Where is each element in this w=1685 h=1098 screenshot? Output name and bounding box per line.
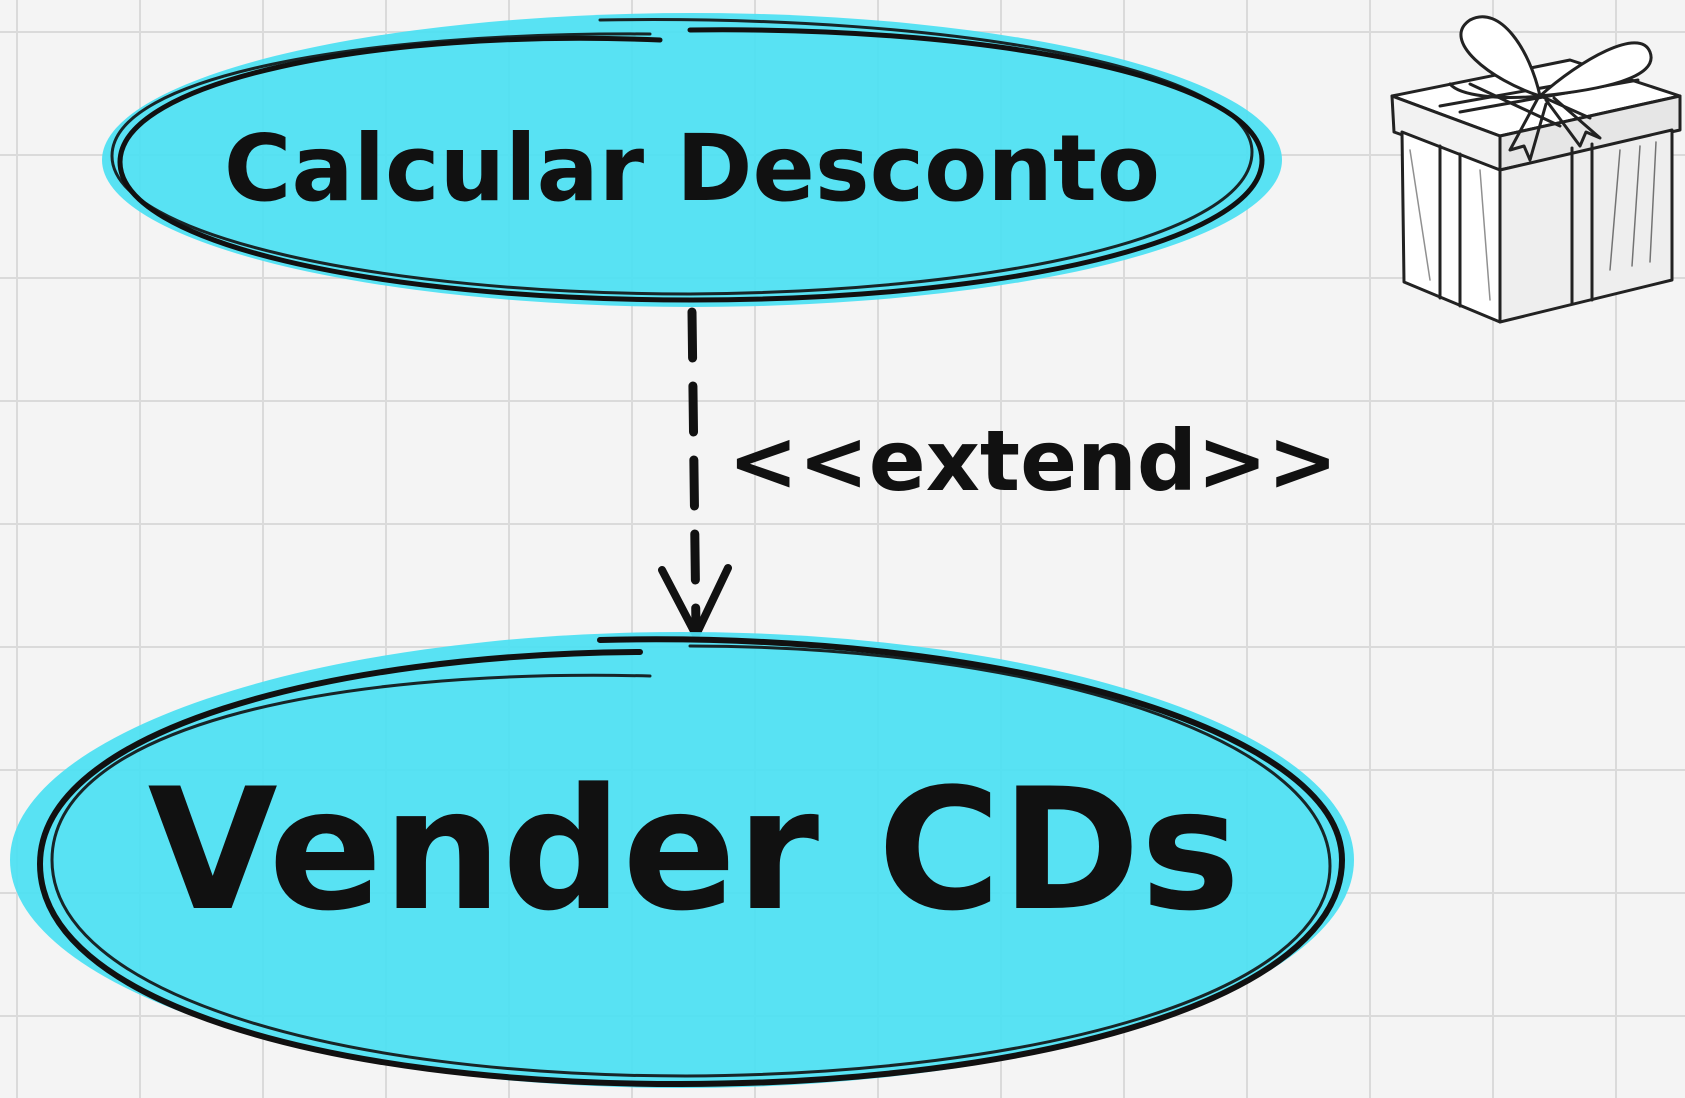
use-case-label: Calcular Desconto bbox=[224, 115, 1160, 222]
use-case-ellipse-outline-sketch bbox=[50, 644, 1332, 1078]
extend-relationship[interactable]: <<extend>> bbox=[658, 307, 1338, 639]
gift-box-icon bbox=[1390, 15, 1682, 324]
use-case-label: Vender CDs bbox=[148, 752, 1241, 948]
use-case-calcular-desconto[interactable]: Calcular Desconto bbox=[102, 13, 1282, 307]
use-case-ellipse-outline bbox=[36, 636, 1346, 1088]
use-case-ellipse-outline-sketch bbox=[110, 18, 1254, 296]
use-case-vender-cds[interactable]: Vender CDs bbox=[10, 632, 1354, 1088]
extend-stereotype-label: <<extend>> bbox=[728, 412, 1338, 510]
use-case-ellipse-fill bbox=[10, 632, 1354, 1088]
use-case-ellipse-outline bbox=[117, 27, 1265, 303]
extend-dashed-line bbox=[687, 307, 701, 635]
use-case-ellipse-fill bbox=[102, 13, 1282, 307]
